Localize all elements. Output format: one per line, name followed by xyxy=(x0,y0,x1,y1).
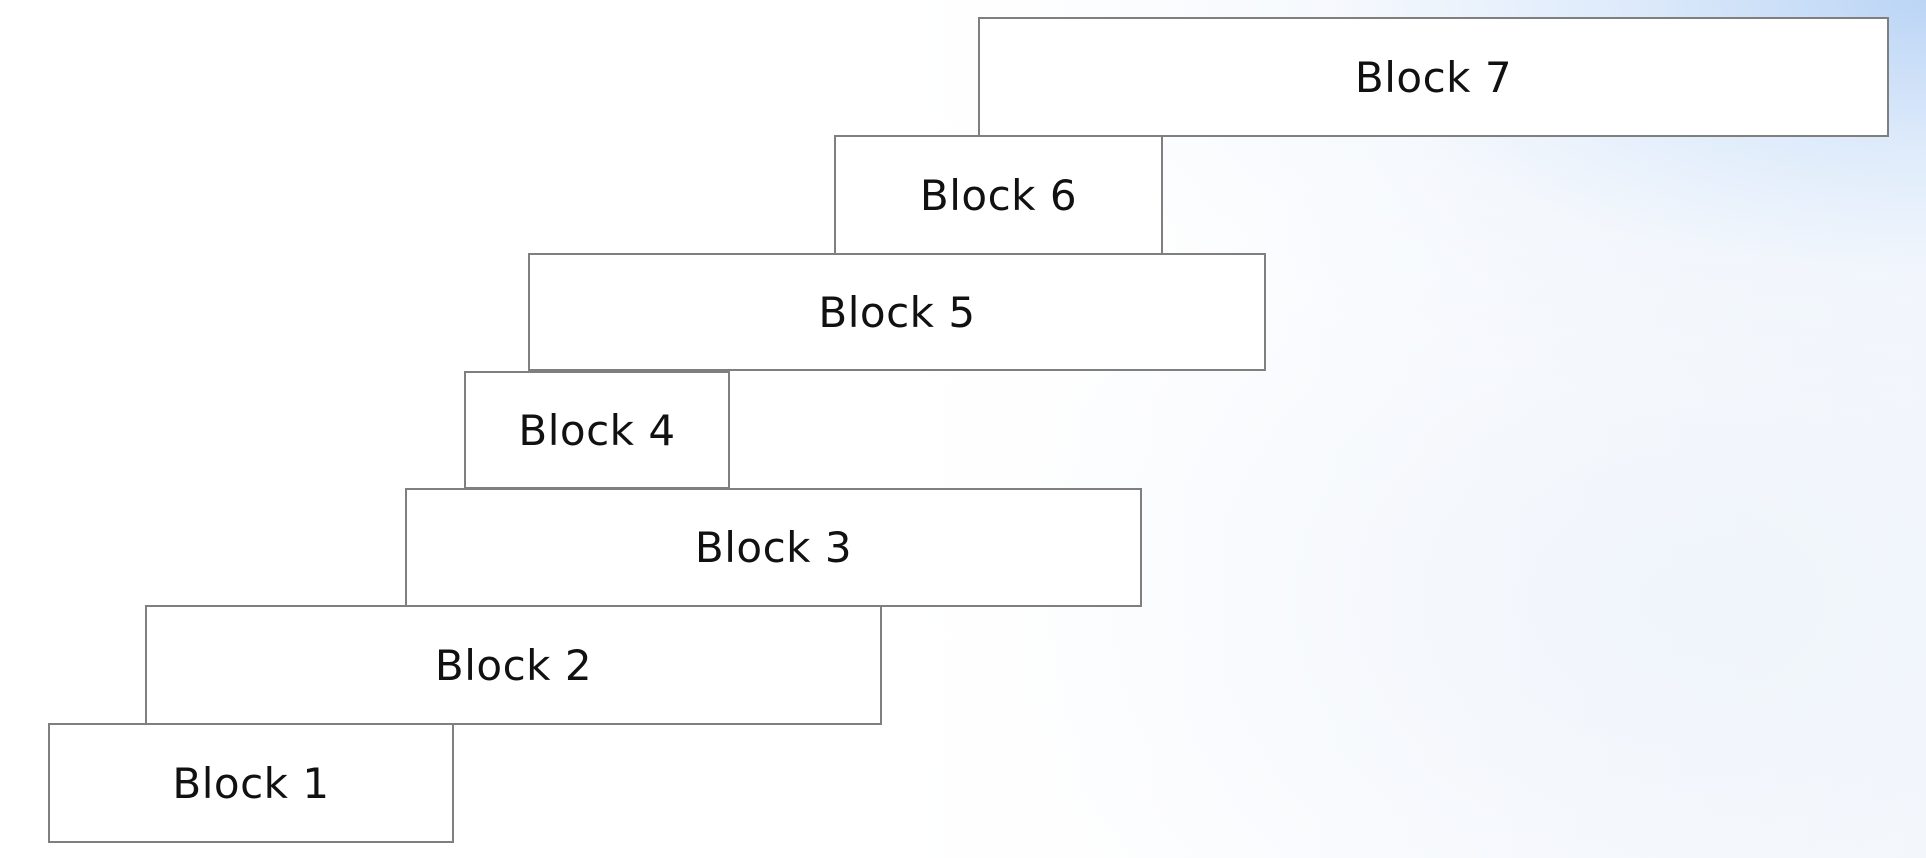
block-label: Block 3 xyxy=(694,523,853,572)
block-label: Block 7 xyxy=(1354,52,1513,102)
block-3: Block 3 xyxy=(405,488,1142,607)
block-1: Block 1 xyxy=(48,723,454,843)
block-7: Block 7 xyxy=(978,17,1889,137)
block-4: Block 4 xyxy=(464,371,730,489)
block-label: Block 6 xyxy=(919,170,1078,220)
block-6: Block 6 xyxy=(834,135,1163,255)
block-2: Block 2 xyxy=(145,605,882,725)
block-label: Block 1 xyxy=(172,758,330,808)
block-label: Block 4 xyxy=(518,405,676,455)
block-label: Block 2 xyxy=(434,640,593,690)
block-label: Block 5 xyxy=(818,287,976,337)
block-5: Block 5 xyxy=(528,253,1266,371)
